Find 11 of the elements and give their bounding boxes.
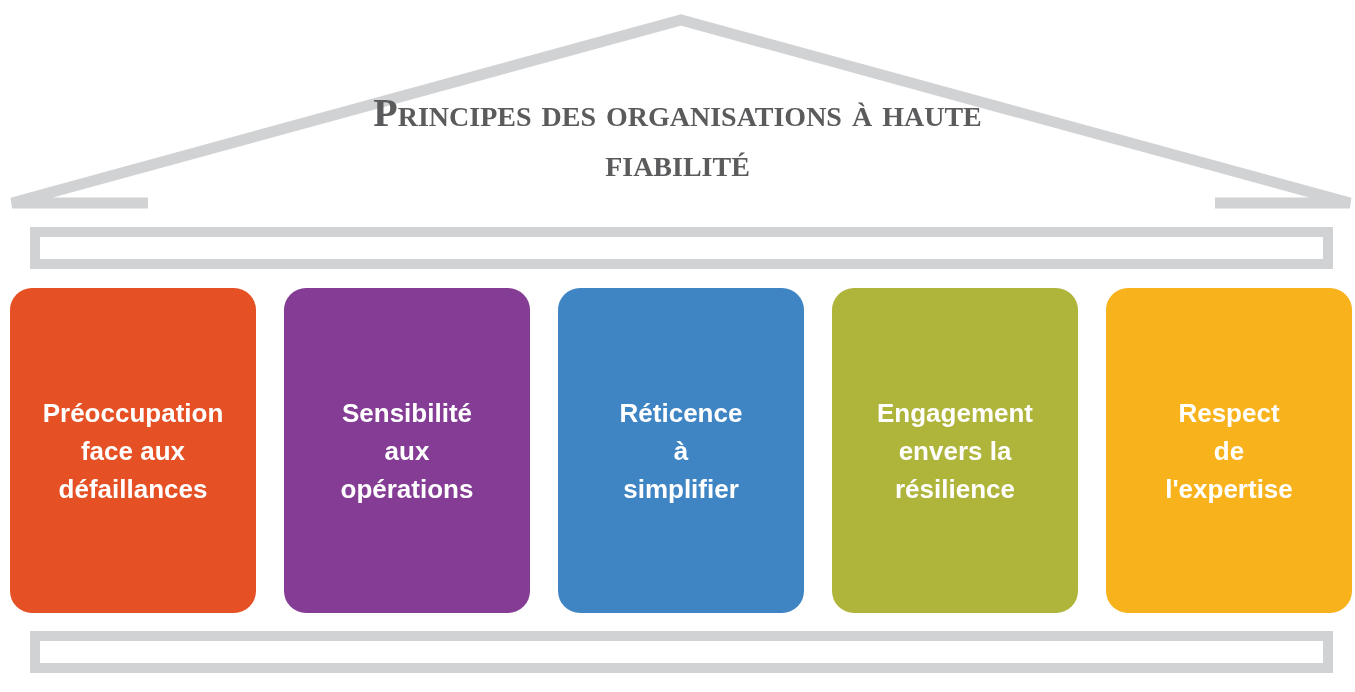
pillar-box (284, 288, 530, 613)
pillar-label: Préoccupation face aux défaillances (41, 396, 225, 506)
pillar-box (832, 288, 1078, 613)
diagram-title: Principes des organisations à haute fiabilité (372, 89, 983, 187)
pillar-box (10, 288, 256, 613)
pillar-box (1106, 288, 1352, 613)
pillar-label: Sensibilité aux opérations (339, 396, 475, 506)
pillar-box (558, 288, 804, 613)
pillar-label: Respect de l'expertise (1164, 396, 1294, 506)
pillar-label: Engagement envers la résilience (876, 396, 1034, 506)
pillar-label: Réticence à simplifier (618, 396, 744, 506)
